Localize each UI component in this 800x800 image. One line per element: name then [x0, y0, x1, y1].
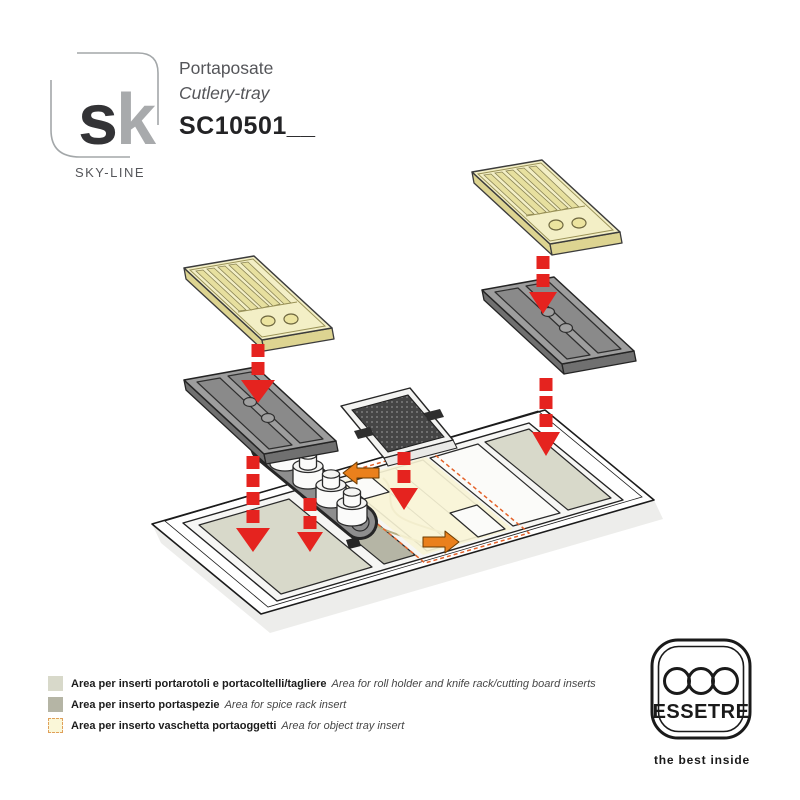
legend: Area per inserti portarotoli e portacolt… — [48, 676, 596, 739]
legend-row-spice: Area per inserto portaspezie Area for sp… — [48, 697, 596, 712]
logo-frame-top-right — [77, 52, 159, 125]
legend-row-object-tray: Area per inserto vaschetta portaoggetti … — [48, 718, 596, 733]
roll-knife-area-left — [198, 498, 373, 595]
orange-slide-arrow-right — [422, 530, 460, 554]
drawer-tray — [151, 409, 663, 633]
red-arrow — [390, 452, 418, 510]
brand-tagline: the best inside — [653, 753, 751, 767]
legend-row-roll-knife: Area per inserti portarotoli e portacolt… — [48, 676, 596, 691]
brand-name: ESSETRE — [653, 701, 750, 723]
knife-rack-insert-left — [183, 255, 335, 352]
grid-handle-right — [424, 409, 444, 421]
drawer-shadow — [152, 500, 663, 633]
product-name-it: Portaposate — [179, 58, 274, 78]
red-arrow — [532, 378, 560, 456]
badge-circle — [687, 667, 715, 695]
logo-letter-k: k — [116, 80, 157, 160]
legend-label-en: Area for spice rack insert — [224, 698, 347, 711]
badge-circle — [711, 667, 739, 695]
red-arrow — [529, 256, 557, 314]
essetre-badge: ESSETRE — [650, 638, 752, 740]
small-compartment-bottom — [449, 504, 506, 538]
spice-rack-insert — [340, 387, 458, 467]
object-tray-area — [336, 457, 513, 555]
red-arrow — [241, 344, 275, 403]
orange-slide-arrow-left — [342, 461, 380, 485]
logo-frame-bottom-left — [50, 80, 130, 158]
white-compartment — [429, 443, 561, 527]
legend-swatch-spice — [48, 697, 63, 712]
sk-skyline-logo: sk SKY-LINE — [50, 52, 159, 180]
logo-letter-s: s — [78, 80, 118, 160]
essetre-logo: ESSETRE the best inside — [644, 632, 760, 767]
badge-inner-frame — [657, 645, 745, 733]
roll-knife-area-right — [484, 428, 612, 511]
legend-swatch-object-tray — [48, 718, 63, 733]
legend-label-it: Area per inserti portarotoli e portacolt… — [71, 677, 327, 690]
red-arrow — [236, 456, 270, 552]
product-name-en: Cutlery-tray — [179, 83, 270, 103]
product-code: SC10501__ — [179, 112, 316, 140]
red-arrow — [297, 498, 323, 552]
logo-letters: sk — [78, 80, 157, 160]
badge-circle — [663, 667, 691, 695]
legend-label-en: Area for roll holder and knife rack/cutt… — [331, 677, 596, 690]
logo-subtitle: SKY-LINE — [75, 165, 145, 180]
legend-label-en: Area for object tray insert — [281, 719, 405, 732]
legend-label-it: Area per inserto portaspezie — [71, 698, 220, 711]
roll-holder-insert-right — [481, 276, 637, 375]
red-insertion-arrows — [236, 256, 560, 552]
knife-rack-insert-right — [471, 159, 623, 256]
legend-swatch-roll-knife — [48, 676, 63, 691]
bar-connector — [346, 537, 361, 549]
badge-outer-frame — [650, 638, 752, 740]
legend-label-it: Area per inserto vaschetta portaoggetti — [71, 719, 277, 732]
product-title-block: Portaposate Cutlery-tray SC10501__ — [179, 58, 316, 141]
grid-handle-left — [354, 427, 374, 439]
